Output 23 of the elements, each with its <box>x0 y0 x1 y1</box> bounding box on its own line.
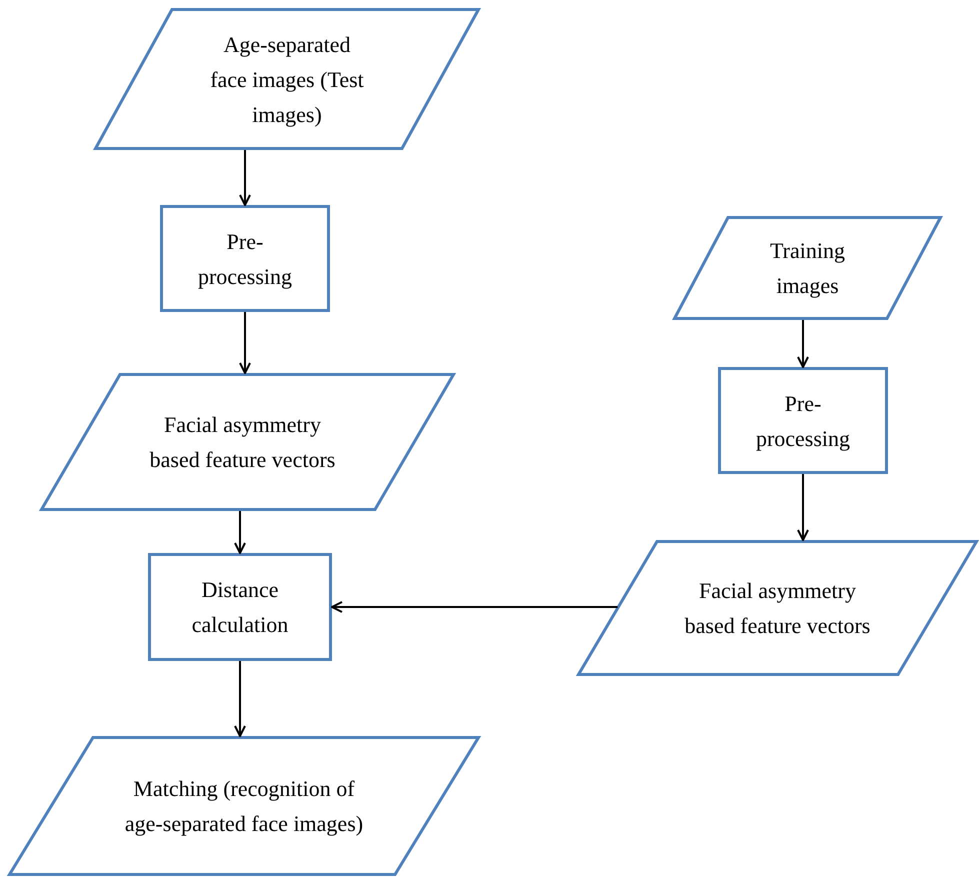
node-text: Training images <box>769 237 846 300</box>
data-parallelogram <box>673 216 942 320</box>
arrow <box>331 601 618 613</box>
node-text: Facial asymmetry based feature vectors <box>684 577 872 640</box>
node-text: Pre-processing <box>196 228 294 291</box>
arrow <box>239 312 251 374</box>
node-text: Distance calculation <box>190 576 290 639</box>
arrow <box>234 511 246 554</box>
arrow <box>239 150 251 206</box>
arrow <box>797 320 809 368</box>
data-parallelogram <box>40 373 455 511</box>
process-box <box>160 205 330 312</box>
node-text: Matching (recognition of age-separated face images) <box>124 775 364 838</box>
arrow <box>797 474 809 541</box>
node-text: Facial asymmetry based feature vectors <box>148 411 336 474</box>
data-parallelogram <box>577 540 978 676</box>
node-text: Age-separated face images (Test images) <box>209 30 365 129</box>
node-text: Pre-processing <box>754 390 852 453</box>
process-box <box>718 367 888 474</box>
data-parallelogram <box>8 736 480 876</box>
process-box <box>148 553 332 661</box>
data-parallelogram <box>94 8 480 150</box>
arrow <box>234 661 246 737</box>
